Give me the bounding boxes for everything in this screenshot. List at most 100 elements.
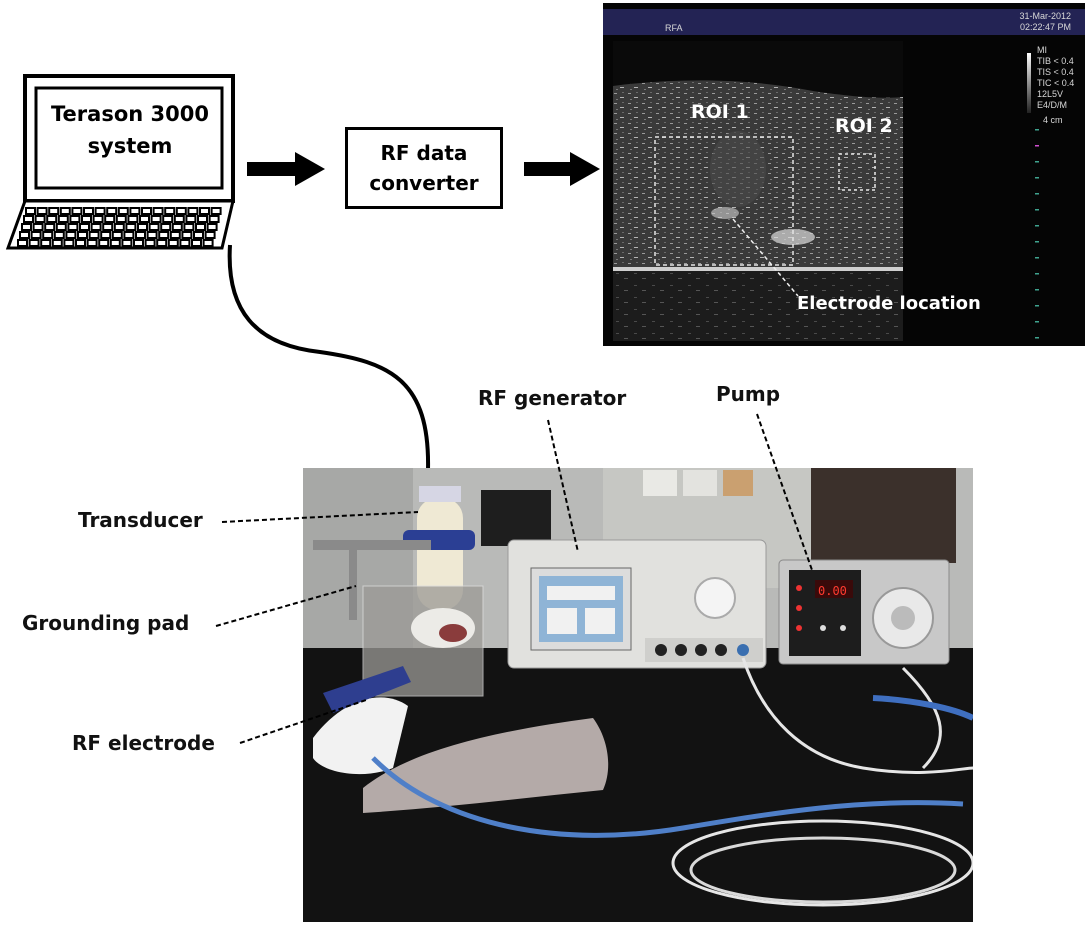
keyboard-key bbox=[139, 215, 150, 223]
depth-tick bbox=[1035, 161, 1039, 163]
keyboard-key bbox=[208, 215, 220, 223]
keyboard-key bbox=[162, 215, 174, 223]
depth-tick bbox=[1035, 289, 1039, 291]
keyboard-key bbox=[83, 207, 94, 215]
keyboard-key bbox=[42, 231, 54, 239]
keyboard-key bbox=[90, 223, 102, 231]
param-mode: E4/D/M bbox=[1037, 100, 1068, 110]
keyboard-key bbox=[133, 239, 144, 247]
depth-tick bbox=[1035, 257, 1039, 259]
pump-label: Pump bbox=[716, 382, 781, 406]
keyboard-key bbox=[34, 215, 46, 223]
ultrasound-params: MI TIB < 0.4 TIS < 0.4 TIC < 0.4 12L5V E… bbox=[1037, 45, 1074, 111]
keyboard-key bbox=[23, 215, 34, 223]
keyboard-key bbox=[206, 223, 218, 231]
keyboard-key bbox=[179, 239, 191, 247]
keyboard-key bbox=[79, 223, 90, 231]
keyboard-key bbox=[204, 231, 216, 239]
param-tis: TIS < 0.4 bbox=[1037, 67, 1074, 77]
keyboard-key bbox=[46, 215, 58, 223]
depth-tick bbox=[1035, 209, 1039, 211]
keyboard-key bbox=[183, 223, 195, 231]
keyboard-key bbox=[53, 231, 65, 239]
pump-display: 0.00 bbox=[818, 584, 847, 598]
laptop-icon bbox=[5, 74, 235, 250]
keyboard-key bbox=[135, 231, 146, 239]
keyboard-key bbox=[197, 215, 208, 223]
keyboard-key bbox=[55, 223, 67, 231]
depth-tick bbox=[1035, 241, 1039, 243]
keyboard-key bbox=[193, 231, 204, 239]
transducer-label: Transducer bbox=[78, 508, 203, 532]
keyboard-key bbox=[63, 239, 75, 247]
keyboard-key bbox=[156, 239, 168, 247]
keyboard-key bbox=[94, 207, 106, 215]
keyboard-key bbox=[141, 207, 152, 215]
depth-tick bbox=[1035, 129, 1039, 131]
keyboard-key bbox=[125, 223, 137, 231]
ultrasound-header-bar bbox=[603, 9, 1085, 35]
keyboard-key bbox=[17, 239, 28, 247]
keyboard-key bbox=[109, 239, 121, 247]
keyboard-key bbox=[175, 207, 187, 215]
converter-line2: converter bbox=[369, 171, 479, 195]
depth-scale bbox=[1035, 129, 1039, 339]
keyboard-key bbox=[137, 223, 148, 231]
keyboard-key bbox=[123, 231, 135, 239]
laptop-label: Terason 3000 system bbox=[38, 98, 222, 162]
keyboard-key bbox=[129, 207, 141, 215]
keyboard-key bbox=[44, 223, 56, 231]
keyboard-key bbox=[117, 207, 129, 215]
keyboard-key bbox=[115, 215, 127, 223]
roi1-label: ROI 1 bbox=[691, 101, 749, 123]
keyboard-key bbox=[164, 207, 176, 215]
keyboard-key bbox=[185, 215, 197, 223]
keyboard-key bbox=[111, 231, 123, 239]
keyboard-key bbox=[25, 207, 36, 215]
rf-generator-label: RF generator bbox=[478, 386, 627, 410]
keyboard-key bbox=[169, 231, 181, 239]
keyboard-key bbox=[77, 231, 88, 239]
ultrasound-scan bbox=[613, 41, 903, 341]
equipment-photo: 0.00 bbox=[303, 468, 973, 922]
param-probe: 12L5V bbox=[1037, 89, 1064, 99]
keyboard-key bbox=[202, 239, 214, 247]
keyboard-key bbox=[75, 239, 86, 247]
keyboard-key bbox=[48, 207, 60, 215]
depth-tick bbox=[1035, 305, 1039, 307]
keyboard-key bbox=[86, 239, 98, 247]
keyboard-key bbox=[191, 239, 202, 247]
keyboard-key bbox=[71, 207, 83, 215]
keyboard-key bbox=[121, 239, 133, 247]
param-tib: TIB < 0.4 bbox=[1037, 56, 1074, 66]
ultrasound-header-label: RFA bbox=[665, 23, 683, 33]
keyboard-key bbox=[199, 207, 210, 215]
keyboard-key bbox=[65, 231, 77, 239]
depth-tick bbox=[1035, 225, 1039, 227]
laptop-label-line2: system bbox=[87, 134, 173, 158]
keyboard-key bbox=[21, 223, 32, 231]
keyboard-key bbox=[100, 231, 112, 239]
grounding-pad-label: Grounding pad bbox=[22, 611, 190, 635]
keyboard-key bbox=[92, 215, 104, 223]
keyboard-key bbox=[40, 239, 52, 247]
keyboard-key bbox=[148, 223, 160, 231]
keyboard-key bbox=[171, 223, 183, 231]
depth-tick bbox=[1035, 321, 1039, 323]
keyboard-key bbox=[19, 231, 30, 239]
keyboard-key bbox=[30, 231, 42, 239]
keyboard-key bbox=[69, 215, 81, 223]
keyboard-key bbox=[28, 239, 40, 247]
param-tic: TIC < 0.4 bbox=[1037, 78, 1075, 88]
keyboard-key bbox=[106, 207, 118, 215]
keyboard-key bbox=[195, 223, 206, 231]
keyboard-key bbox=[102, 223, 114, 231]
keyboard-key bbox=[146, 231, 158, 239]
keyboard-key bbox=[152, 207, 164, 215]
depth-label: 4 cm bbox=[1043, 115, 1063, 125]
keyboard-key bbox=[51, 239, 63, 247]
keyboard-key bbox=[67, 223, 79, 231]
keyboard-key bbox=[98, 239, 110, 247]
